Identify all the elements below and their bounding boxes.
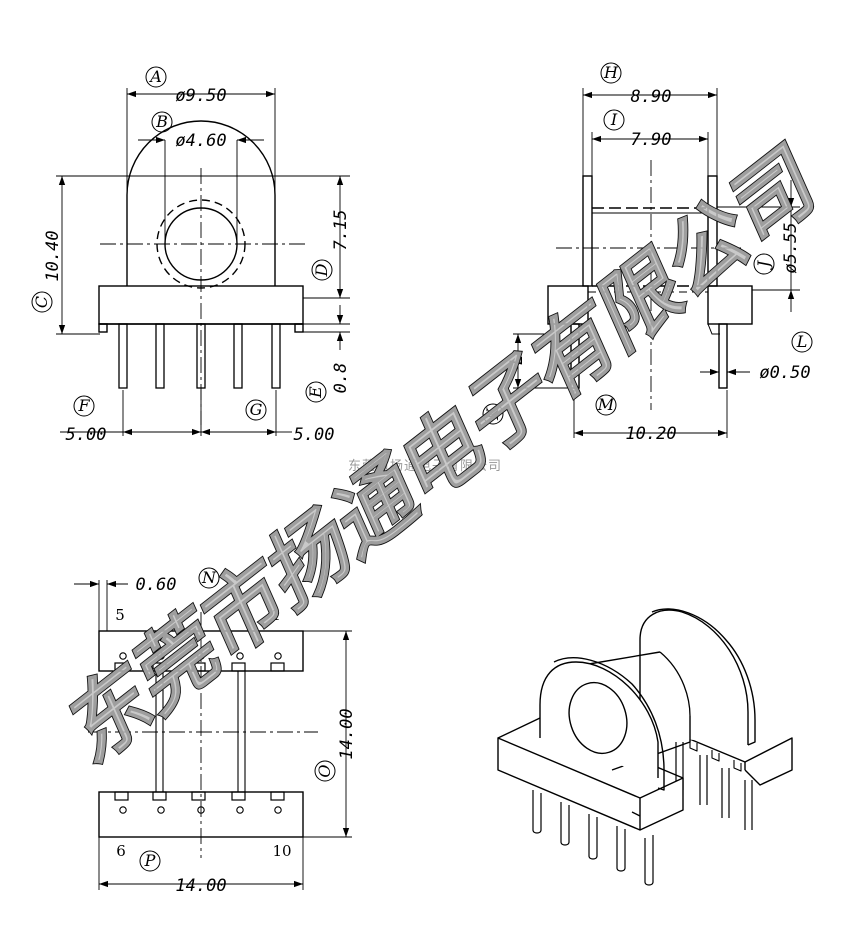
dim-e-value: 0.8 — [331, 363, 351, 394]
dim-o-value: 14.00 — [337, 708, 357, 759]
balloon-n: N — [201, 568, 217, 587]
side-view — [482, 62, 813, 438]
dim-i-value: 7.90 — [631, 130, 672, 150]
front-view — [31, 66, 350, 436]
dim-c-value: 10.40 — [43, 230, 63, 281]
balloon-h: H — [603, 63, 619, 82]
dim-j-value: ø5.55 — [781, 222, 801, 273]
dim-l-value: ø0.50 — [759, 363, 810, 383]
balloon-d: D — [312, 263, 331, 277]
balloon-m: M — [597, 395, 615, 414]
balloon-e: E — [306, 386, 325, 399]
dim-f-value: 5.00 — [66, 425, 107, 445]
dim-g-value: 5.00 — [294, 425, 335, 445]
dim-k-value: L — [507, 355, 527, 365]
dim-a-value: ø9.50 — [175, 86, 226, 106]
balloon-a: A — [148, 67, 162, 86]
balloon-c: C — [32, 296, 51, 308]
balloon-p: P — [144, 851, 156, 870]
balloon-l: L — [796, 332, 808, 351]
front-view-labels: A ø9.50 B ø4.60 C 10.40 D 7.15 E 0.8 F 5… — [32, 67, 351, 445]
dim-h-value: 8.90 — [631, 87, 672, 107]
pin-number-6: 6 — [116, 842, 126, 860]
balloon-f: F — [77, 396, 90, 415]
balloon-j: J — [754, 259, 773, 270]
dim-n-value: 0.60 — [136, 575, 177, 595]
balloon-b: B — [155, 112, 168, 131]
side-view-labels: H 8.90 I 7.90 J ø5.55 K L L ø0.50 M 10.2… — [483, 63, 811, 444]
pin-number-10: 10 — [272, 842, 291, 860]
dim-b-value: ø4.60 — [175, 131, 226, 151]
pin-number-5: 5 — [115, 606, 125, 624]
balloon-i: I — [610, 110, 618, 129]
dim-d-value: 7.15 — [331, 210, 351, 251]
dim-p-value: 14.00 — [175, 876, 226, 896]
bottom-view-labels: 0.60 N O 14.00 P 14.00 5 1 6 10 — [115, 568, 357, 896]
balloon-o: O — [315, 764, 334, 777]
balloon-k: K — [483, 407, 502, 421]
bottom-view — [74, 567, 352, 890]
dim-m-value: 10.20 — [625, 424, 676, 444]
pin-number-1: 1 — [271, 606, 281, 624]
watermark-small: 东莞市扬通电子有限公司 — [348, 458, 502, 474]
isometric-view — [497, 608, 793, 886]
balloon-g: G — [250, 400, 263, 419]
